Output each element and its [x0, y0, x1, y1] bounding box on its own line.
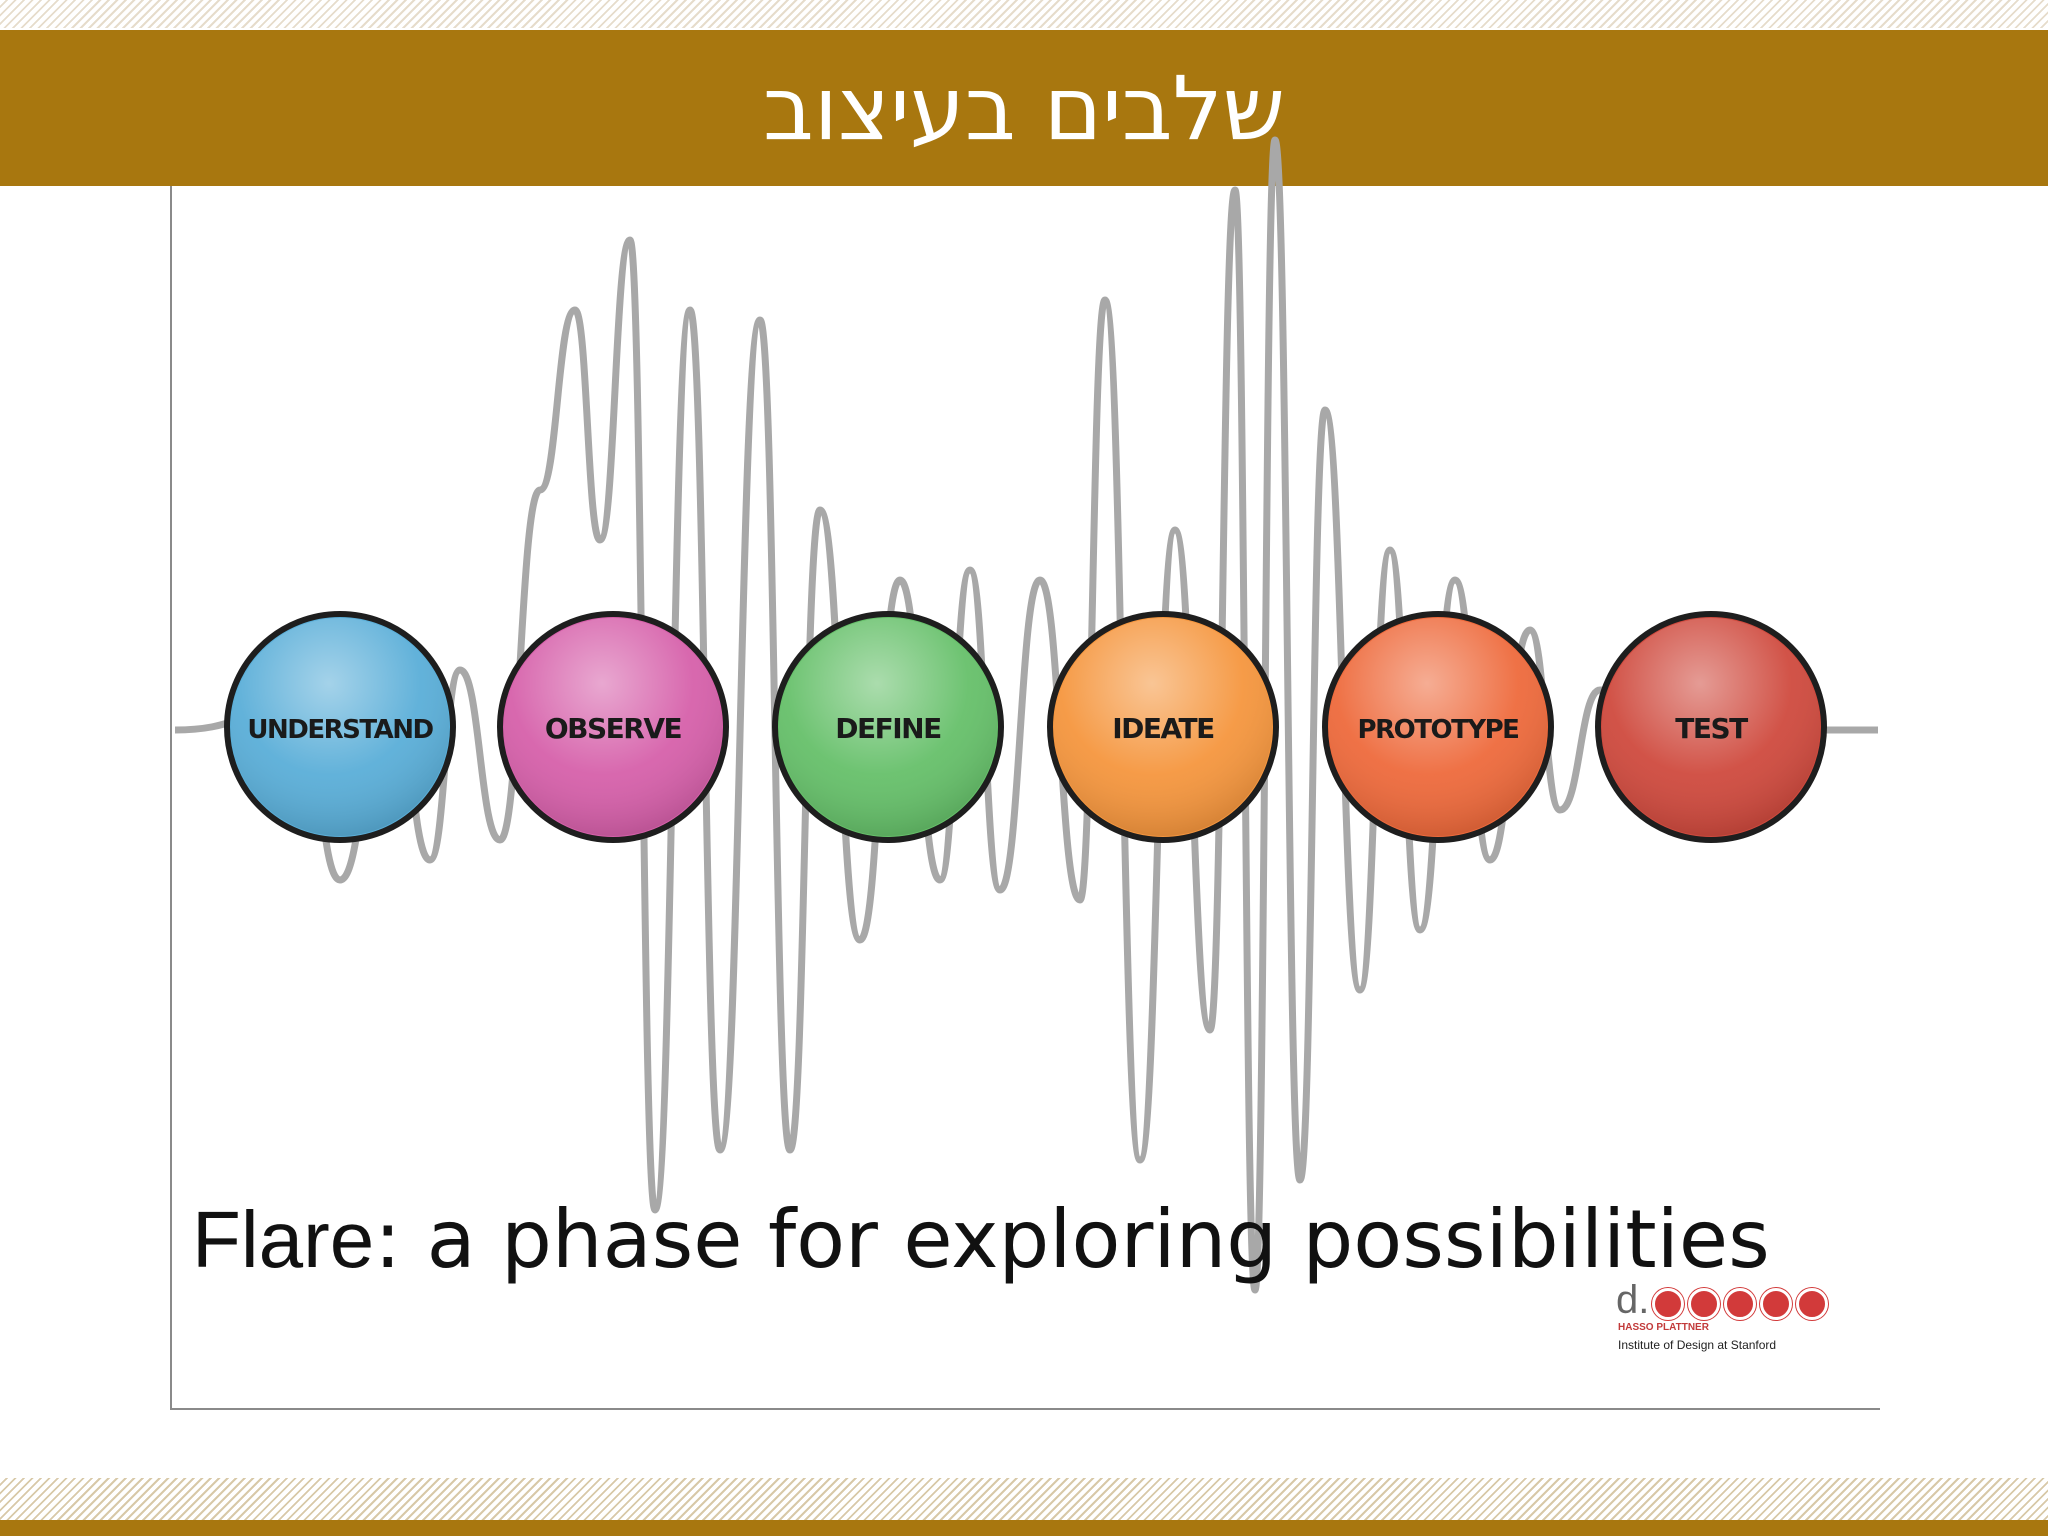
- title-bar: שלבים בעיצוב: [0, 30, 2048, 186]
- stage-label: DEFINE: [835, 712, 941, 745]
- stage-gloss: [504, 618, 722, 836]
- caption: Flare: a phase for exploring possibiliti…: [192, 1200, 1770, 1280]
- stage-gloss: [1054, 618, 1272, 836]
- stage-gloss: [779, 618, 997, 836]
- caption-term: Flare: [192, 1195, 375, 1284]
- flare-wave-line: [174, 136, 1878, 1294]
- stage-label: UNDERSTAND: [247, 715, 433, 745]
- stage-gloss: [231, 618, 449, 836]
- stage-label: IDEATE: [1112, 712, 1214, 745]
- bottom-bar: [0, 1520, 2048, 1536]
- logo-line1: HASSO PLATTNER: [1618, 1322, 1709, 1333]
- top-hatch-border: [0, 0, 2048, 28]
- stage-observe: OBSERVE: [497, 611, 729, 843]
- stage-prototype: PROTOTYPE: [1322, 611, 1554, 843]
- flare-wave: [174, 136, 1878, 1294]
- stage-test: TEST: [1595, 611, 1827, 843]
- bottom-hatch-border: [0, 1478, 2048, 1520]
- stage-label: OBSERVE: [545, 712, 682, 745]
- stage-gloss: [1602, 618, 1820, 836]
- diagram-frame: [170, 186, 1880, 1410]
- slide-title: שלבים בעיצוב: [763, 56, 1285, 160]
- logo-prefix: d.: [1616, 1278, 1650, 1322]
- stage-gloss: [1329, 618, 1547, 836]
- caption-text: : a phase for exploring possibilities: [374, 1193, 1770, 1286]
- stage-understand: UNDERSTAND: [224, 611, 456, 843]
- stage-circles: UNDERSTAND OBSERVE DEFINE IDEATE PROTOTYPE TE…: [224, 611, 1827, 843]
- logo-line2: Institute of Design at Stanford: [1618, 1338, 1777, 1352]
- stage-label: PROTOTYPE: [1358, 715, 1519, 745]
- dschool-logo: d. HASSO PLATTNER Institute of Design at…: [1616, 1278, 1828, 1364]
- stage-ideate: IDEATE: [1047, 611, 1279, 843]
- stage-label: TEST: [1675, 712, 1748, 745]
- logo-dots: [1652, 1288, 1828, 1320]
- stage-define: DEFINE: [772, 611, 1004, 843]
